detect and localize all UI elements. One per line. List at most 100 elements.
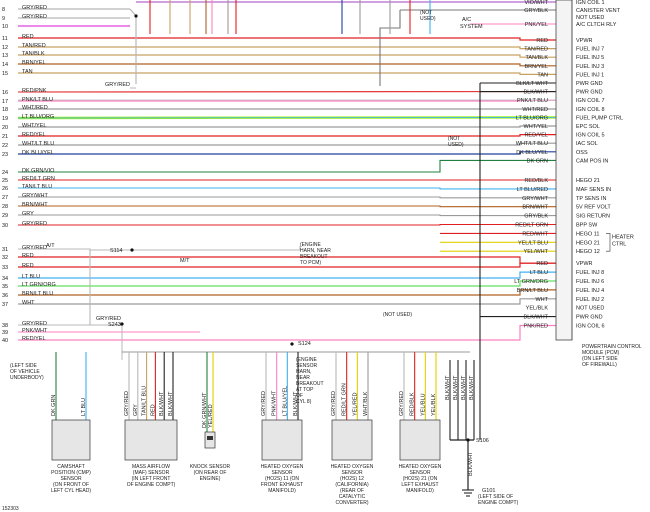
- left-wire-label: BRN/WHT: [22, 202, 48, 208]
- wire: [18, 46, 556, 50]
- pcm-function-label: HEGO 12: [576, 249, 600, 255]
- g101-note: (LEFT SIDE OF: [478, 494, 513, 500]
- component-layer: [51, 0, 573, 497]
- engine-harness-note: HARN, NEAR: [300, 248, 331, 254]
- left-pin-number: 15: [2, 71, 8, 77]
- wire-color-label: TAN/BLK: [525, 55, 548, 61]
- wire-color-label: LT GRN/ORG: [514, 279, 548, 285]
- wire: [18, 298, 556, 305]
- left-pin-number: 40: [2, 338, 8, 344]
- left-pin-number: 39: [2, 330, 8, 336]
- left-wire-label: RED: [22, 34, 34, 40]
- left-wire-label: RED/PNK: [22, 88, 47, 94]
- left-pin-number: 16: [2, 90, 8, 96]
- component-note: MANIFOLD): [268, 488, 296, 494]
- pcm-function-label: VPWR: [576, 38, 593, 44]
- knock-sensor-element: [207, 436, 213, 440]
- component-wire-label: GRY/RED: [261, 391, 267, 416]
- wire-color-label: GRY/BLK: [524, 8, 548, 14]
- left-wire-label: PNK/LT BLU: [22, 97, 53, 103]
- left-pin-number: 34: [2, 276, 8, 282]
- left-wire-label: GRY/RED: [22, 14, 47, 20]
- wire: [18, 324, 556, 341]
- component-name: HEATED OXYGEN: [261, 464, 304, 470]
- engine-sensor-note: NEAR: [296, 375, 310, 381]
- splice-label: S243: [108, 322, 121, 328]
- left-pin-number: 32: [2, 255, 8, 261]
- pcm-function-label: MAF SENS IN: [576, 187, 611, 193]
- wire-color-label: YEL/LT BLU: [518, 240, 548, 246]
- pcm-function-label: TP SENS IN: [576, 196, 606, 202]
- wire-color-label: RED/BLK: [524, 178, 548, 184]
- pcm-function-label: IGN COIL 5: [576, 133, 605, 139]
- component-note: LEFT CYL HEAD): [51, 488, 91, 494]
- wire-color-label: BLK/WHT: [524, 315, 549, 321]
- left-pin-number: 35: [2, 284, 8, 290]
- pcm-function-label: FUEL INJ 1: [576, 72, 604, 78]
- wire-color-label: BRN/LT BLU: [517, 288, 548, 294]
- at-label: A/T: [46, 243, 55, 249]
- left-vehicle-note: UNDERBODY): [10, 375, 44, 381]
- left-pin-number: 29: [2, 213, 8, 219]
- wire-color-label: RED/LT GRN: [515, 223, 548, 229]
- ground-trunk-label: BLK/WHT: [468, 451, 474, 476]
- wire-color-label: WHT/RED: [522, 107, 548, 113]
- wire: [18, 289, 556, 296]
- component-wire-label: GRY/RED: [331, 391, 337, 416]
- engine-sensor-note: HARN,: [296, 369, 312, 375]
- left-pin-number: 18: [2, 107, 8, 113]
- left-pin-number: 37: [2, 302, 8, 308]
- heater-ctrl-brace: [606, 233, 611, 252]
- component-wire-label: YEL/BLU: [420, 393, 426, 416]
- component-wire-label: LT BLU/YEL: [282, 386, 288, 416]
- engine-harness-note: BREAKOUT: [300, 254, 328, 260]
- component-wire-label: LT BLU: [81, 398, 87, 416]
- not-used-note: (NOT USED): [383, 312, 412, 318]
- component-note: (HO2S) 21 (ON: [403, 476, 438, 482]
- component-name: MASS AIRFLOW: [132, 464, 170, 470]
- pcm-function-label: IGN COIL 6: [576, 324, 605, 330]
- left-pin-number: 13: [2, 53, 8, 59]
- component-wire-label: YEL/RED: [208, 404, 214, 428]
- splice-s243: [120, 322, 124, 326]
- splice-label: S106: [476, 438, 489, 444]
- component-note: LEFT EXHAUST: [401, 482, 438, 488]
- left-pin-number: 14: [2, 62, 8, 68]
- pcm-connector: [555, 0, 573, 341]
- pcm-function-label: IGN COIL 8: [576, 107, 605, 113]
- wire-color-label: PNK/LT BLU: [517, 98, 548, 104]
- left-pin-number: 19: [2, 116, 8, 122]
- g101-note: ENGINE COMPT): [478, 500, 519, 506]
- wire: [18, 223, 556, 226]
- engine-sensor-note: SENSOR: [296, 363, 318, 369]
- wire-color-label: GRY/RED: [96, 316, 121, 322]
- component-note: (HO2S) 12: [340, 476, 364, 482]
- not-used-note: USED): [420, 16, 436, 22]
- left-wire-label: LT BLU/ORG: [22, 114, 54, 120]
- wire-color-label: TAN: [537, 72, 548, 78]
- not-used-note: USED): [448, 142, 464, 148]
- left-pin-number: 33: [2, 265, 8, 271]
- wire: [18, 187, 556, 190]
- pcm-function-label: NOT USED: [576, 15, 604, 21]
- left-pin-number: 31: [2, 247, 8, 253]
- pcm-function-label: CANISTER VENT: [576, 8, 621, 14]
- engine-sensor-note: BREAKOUT: [296, 381, 324, 387]
- wire-color-label: RED: [536, 261, 548, 267]
- component-name: SENSOR: [271, 470, 293, 476]
- left-wire-label: GRY/RED: [22, 221, 47, 227]
- component-name: POSITION (CMP): [51, 470, 91, 476]
- wire: [18, 246, 301, 251]
- left-wire-label: TAN/BLK: [22, 51, 45, 57]
- pcm-function-label: PWR GND: [576, 81, 603, 87]
- left-wire-label: GRY/RED: [22, 245, 47, 251]
- sensor-body: [399, 419, 441, 461]
- pcm-caption: MODULE (PCM): [582, 350, 620, 356]
- left-pin-number: 28: [2, 204, 8, 210]
- left-wire-label: GRY/RED: [22, 5, 47, 11]
- wire-color-label: GRY/BLK: [524, 214, 548, 220]
- wire: [18, 151, 556, 155]
- heater-ctrl-label: CTRL: [612, 241, 626, 247]
- left-pin-number: 9: [2, 16, 5, 22]
- sensor-body: [51, 419, 91, 461]
